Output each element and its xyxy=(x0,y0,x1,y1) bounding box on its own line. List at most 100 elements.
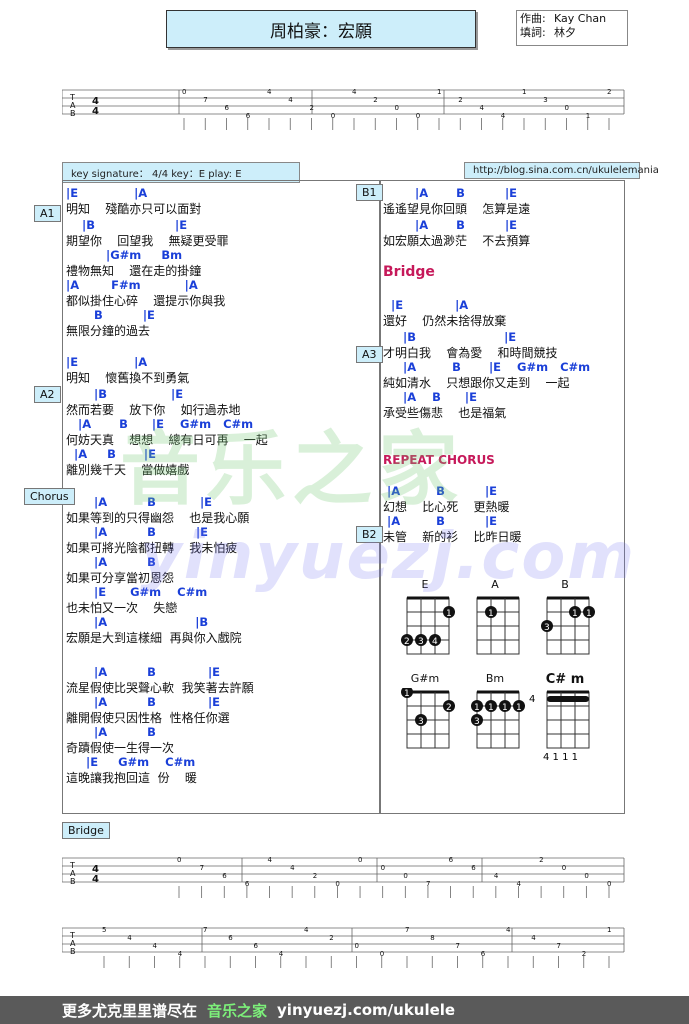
tab-number: 6 xyxy=(222,872,227,880)
section-b1-tag: B1 xyxy=(356,184,383,201)
svg-text:1: 1 xyxy=(474,703,480,713)
chord-name-0: E xyxy=(421,578,429,591)
section-chorus-tag: Chorus xyxy=(24,488,75,505)
right-chord-line: |A B |E xyxy=(383,514,497,528)
tab-number: 8 xyxy=(430,934,434,942)
tab-number: 4 xyxy=(153,942,158,950)
svg-text:1: 1 xyxy=(404,689,410,699)
right-lyric-line: 如宏願太過渺茫 不去預算 xyxy=(383,234,531,248)
tab-number: 7 xyxy=(426,880,430,888)
right-lyric-line: 還好 仍然未捨得放棄 xyxy=(383,314,507,328)
left-chord-line: |A B |E xyxy=(66,495,213,509)
tab-number: 5 xyxy=(102,926,106,934)
svg-text:1: 1 xyxy=(488,703,494,713)
tab-number: 0 xyxy=(381,864,385,872)
tab-number: 0 xyxy=(395,104,399,112)
svg-text:4: 4 xyxy=(432,637,438,647)
left-lyric-line: 如果等到的只得幽怨 也是我心願 xyxy=(66,511,250,525)
svg-text:1: 1 xyxy=(446,609,452,619)
left-lyric-line: 明知 殘酷亦只可以面對 xyxy=(66,202,202,216)
svg-text:1: 1 xyxy=(502,703,508,713)
tab-number: 6 xyxy=(254,942,259,950)
left-lyric-line: 離開假使只因性格 性格任你選 xyxy=(66,711,230,725)
left-chord-line: |E |A xyxy=(66,186,148,200)
left-chord-line: |E G#m C#m xyxy=(66,755,196,769)
svg-text:B: B xyxy=(70,947,76,956)
tab-number: 7 xyxy=(200,864,204,872)
composer: Kay Chan xyxy=(554,12,607,25)
tab-number: 2 xyxy=(539,856,543,864)
tab-number: 0 xyxy=(565,104,569,112)
tab-number: 7 xyxy=(405,926,409,934)
section-a2-tag: A2 xyxy=(34,386,61,403)
svg-text:1: 1 xyxy=(516,703,522,713)
svg-text:A: A xyxy=(70,939,76,948)
tab-number: 0 xyxy=(562,864,566,872)
tab-number: 4 xyxy=(279,950,284,958)
tab-number: 4 xyxy=(516,880,521,888)
right-lyric-line: 幻想 比心死 更熱暖 xyxy=(383,500,510,514)
svg-text:B: B xyxy=(70,109,76,118)
tab-number: 2 xyxy=(313,872,317,880)
tab-number: 0 xyxy=(358,856,362,864)
right-lyrics-panel xyxy=(379,180,625,814)
svg-text:2: 2 xyxy=(446,703,452,713)
right-lyric-line: 純如清水 只想跟你又走到 一起 xyxy=(383,376,570,390)
tab-number: 4 xyxy=(288,96,293,104)
tab-number: 2 xyxy=(373,96,377,104)
chord-name-1: A xyxy=(491,578,499,591)
section-b2-tag: B2 xyxy=(356,526,383,543)
right-lyric-line: 遙遙望見你回頭 怎算是遠 xyxy=(383,202,531,216)
svg-text:A: A xyxy=(70,101,76,110)
tab-number: 0 xyxy=(355,942,359,950)
right-chord-line: |A B |E G#m C#m xyxy=(383,360,591,374)
right-chord-line: |E |A xyxy=(383,298,469,312)
left-chord-line: |A B |E xyxy=(66,665,221,679)
right-chord-line: |A B |E xyxy=(383,484,497,498)
credits: 作曲:Kay Chan 填詞:林夕 xyxy=(520,12,606,40)
chord-name-2: B xyxy=(561,578,569,591)
tab-number: 4 xyxy=(127,934,132,942)
right-lyric-line: 未管 新的衫 比昨日暖 xyxy=(383,530,522,544)
bridge-tab-tag: Bridge xyxy=(62,822,110,839)
footer-text-3[interactable]: yinyuezj.com/ukulele xyxy=(277,1001,456,1019)
url-box: http://blog.sina.com.cn/ukulelemania xyxy=(464,162,659,179)
svg-text:T: T xyxy=(69,93,75,102)
lyricist-label: 填詞: xyxy=(520,26,546,39)
chord-name-5: C# m xyxy=(545,672,585,687)
repeat-chorus-header: REPEAT CHORUS xyxy=(383,453,495,467)
svg-text:3: 3 xyxy=(418,717,424,727)
right-chord-line: |A B |E xyxy=(383,218,518,232)
svg-text:1: 1 xyxy=(572,609,578,619)
tab-number: 6 xyxy=(449,856,454,864)
left-chord-line: |E G#m C#m xyxy=(66,585,208,599)
section-a1-tag: A1 xyxy=(34,205,61,222)
chord-fret-number: 4 xyxy=(529,694,536,705)
svg-text:3: 3 xyxy=(418,637,424,647)
tab-number: 0 xyxy=(416,112,420,120)
left-lyric-line: 都似掛住心碎 還提示你與我 xyxy=(66,294,226,308)
svg-text:4: 4 xyxy=(92,874,99,885)
tab-number: 0 xyxy=(380,950,384,958)
tab-number: 6 xyxy=(228,934,233,942)
tab-number: 4 xyxy=(290,864,295,872)
tab-number: 0 xyxy=(331,112,335,120)
left-chord-line: |G#m Bm xyxy=(66,248,183,262)
svg-text:A: A xyxy=(70,869,76,878)
left-chord-line: |A F#m |A xyxy=(66,278,198,292)
tab-number: 6 xyxy=(246,112,251,120)
watermark-en: yinyuezj.com xyxy=(140,520,636,594)
left-chord-line: |A B |E G#m C#m xyxy=(66,417,254,431)
left-lyric-line: 無限分鐘的過去 xyxy=(66,324,151,338)
right-chord-line: |B |E xyxy=(383,330,517,344)
svg-text:B: B xyxy=(70,877,76,886)
tab-number: 6 xyxy=(481,950,486,958)
left-chord-line: B |E xyxy=(66,308,155,322)
tab-number: 2 xyxy=(582,950,586,958)
tab-number: 4 xyxy=(352,88,357,96)
footer-text-2: 音乐之家 xyxy=(207,1001,268,1020)
credits-box xyxy=(516,10,628,46)
